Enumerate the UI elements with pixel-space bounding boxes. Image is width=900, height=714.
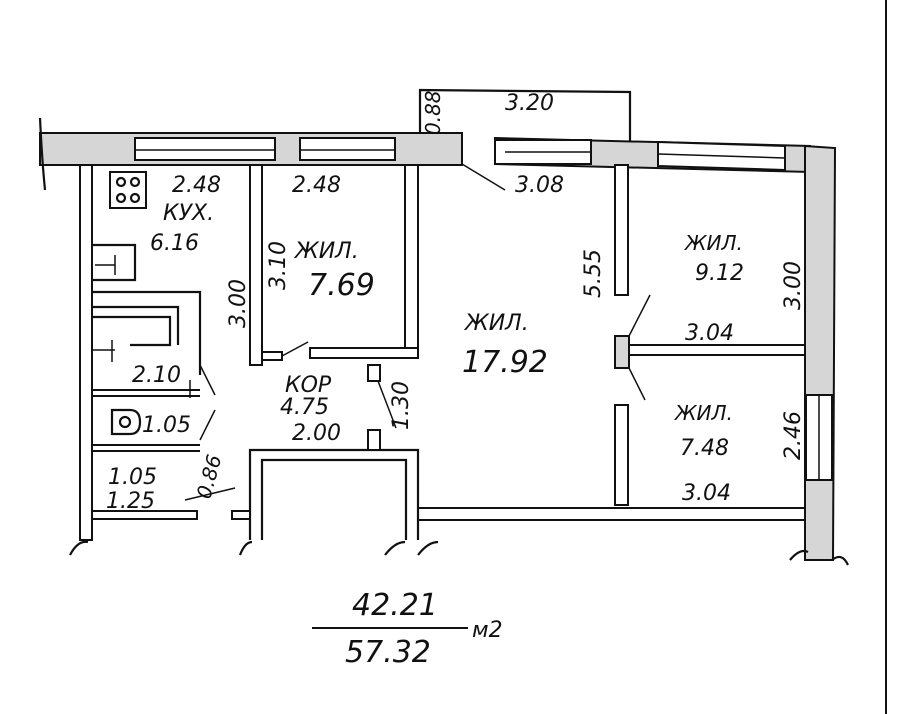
sink-icon xyxy=(92,243,137,282)
room-small-width: 2.48 xyxy=(292,173,341,198)
stove-icon xyxy=(109,171,147,209)
balcony-width: 3.20 xyxy=(505,91,554,116)
kitchen-length: 3.00 xyxy=(226,279,251,328)
exterior-wall-top xyxy=(39,132,811,191)
bedroom-upper-area: 9.12 xyxy=(695,261,744,286)
bedroom-upper-length: 3.00 xyxy=(781,261,806,310)
kitchen-label: КУХ. xyxy=(163,201,214,226)
toilet-area: 1.05 xyxy=(142,413,191,438)
corridor-label: КОР xyxy=(285,373,332,398)
corridor-area: 4.75 xyxy=(280,395,329,420)
exterior-wall-left xyxy=(38,117,93,541)
total-area: 57.32 xyxy=(345,635,431,670)
room-small-length: 3.10 xyxy=(266,241,291,290)
bedroom-lower-label: ЖИЛ. xyxy=(673,401,733,425)
living-room-length: 5.55 xyxy=(581,249,606,298)
bathroom-block xyxy=(91,290,251,520)
interior-walls xyxy=(248,164,806,540)
exterior-wall-right xyxy=(804,144,837,561)
bathroom-area: 2.10 xyxy=(132,363,181,388)
area-unit: м2 xyxy=(472,618,503,643)
closet-width: 1.05 xyxy=(108,465,157,490)
kitchen-width: 2.48 xyxy=(172,173,221,198)
room-small-label: ЖИЛ. xyxy=(293,239,359,264)
wall-breaks xyxy=(69,540,849,566)
room-small-area: 7.69 xyxy=(308,268,375,303)
living-area-total: 42.21 xyxy=(352,588,438,623)
balcony xyxy=(418,88,632,142)
bedroom-lower-width: 3.04 xyxy=(682,481,731,506)
toilet-icon xyxy=(110,408,142,436)
living-room-area: 17.92 xyxy=(462,345,548,380)
door-swing xyxy=(461,163,506,191)
balcony-depth: 0.88 xyxy=(421,90,445,135)
closet-depth: 0.86 xyxy=(192,452,227,501)
bedroom-lower-area: 7.48 xyxy=(680,436,729,461)
living-room-label: ЖИЛ. xyxy=(463,311,529,336)
living-room-width: 3.08 xyxy=(515,173,564,198)
corridor-length: 1.30 xyxy=(389,381,414,430)
bedroom-upper-label: ЖИЛ. xyxy=(683,231,743,255)
closet-area: 1.25 xyxy=(106,489,155,514)
corridor-width: 2.00 xyxy=(292,421,341,446)
bedroom-upper-width: 3.04 xyxy=(685,321,734,346)
bedroom-lower-length: 2.46 xyxy=(781,411,806,460)
kitchen-area: 6.16 xyxy=(150,231,199,256)
